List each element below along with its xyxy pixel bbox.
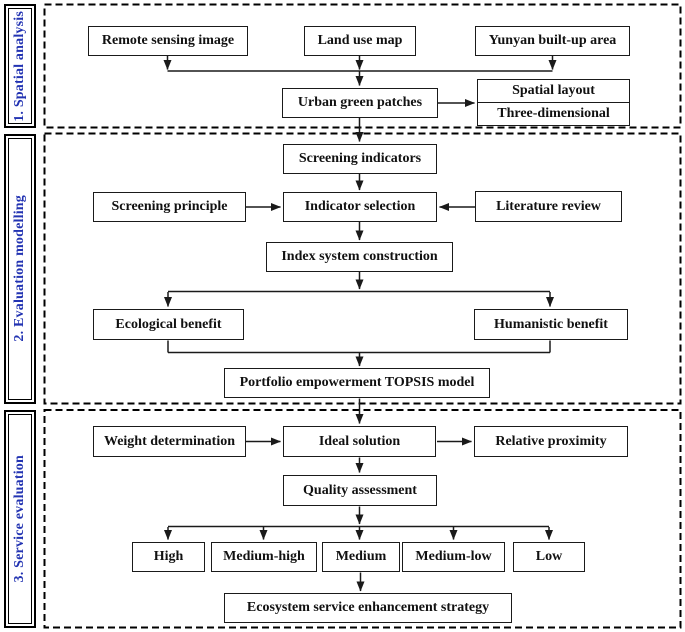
section-label-service-evaluation: 3. Service evaluation (4, 410, 36, 628)
section-label-text: 2. Evaluation modelling (12, 195, 27, 342)
section-label-text: 3. Service evaluation (12, 455, 27, 583)
section-label-spatial-analysis: 1. Spatial analysis (4, 4, 36, 128)
section-frames (43, 3, 682, 629)
node-three-dimensional: Three-dimensional (478, 102, 629, 125)
node-land-use-map: Land use map (304, 26, 416, 56)
node-remote-sensing-image: Remote sensing image (88, 26, 248, 56)
node-screening-indicators: Screening indicators (283, 144, 437, 174)
node-literature-review: Literature review (475, 191, 622, 222)
section-label-evaluation-modelling: 2. Evaluation modelling (4, 133, 36, 404)
node-medium: Medium (322, 542, 400, 572)
node-medium-low: Medium-low (402, 542, 505, 572)
node-topsis-model: Portfolio empowerment TOPSIS model (224, 368, 490, 398)
node-urban-green-patches: Urban green patches (282, 88, 438, 118)
node-high: High (132, 542, 205, 572)
node-medium-high: Medium-high (211, 542, 317, 572)
node-indicator-selection: Indicator selection (283, 192, 437, 222)
edges (163, 56, 557, 592)
node-spatial-layout-three-dimensional: Spatial layout Three-dimensional (477, 79, 630, 126)
node-ecological-benefit: Ecological benefit (93, 309, 244, 340)
section-label-text: 1. Spatial analysis (12, 10, 27, 122)
node-weight-determination: Weight determination (93, 426, 246, 457)
node-ecosystem-strategy: Ecosystem service enhancement strategy (224, 593, 512, 623)
node-relative-proximity: Relative proximity (474, 426, 628, 457)
node-quality-assessment: Quality assessment (283, 475, 437, 506)
section-label-frame: 3. Service evaluation (8, 414, 32, 624)
node-spatial-layout: Spatial layout (512, 83, 595, 98)
node-low: Low (513, 542, 585, 572)
node-ideal-solution: Ideal solution (283, 426, 436, 457)
node-screening-principle: Screening principle (93, 192, 246, 222)
node-index-system-construction: Index system construction (266, 242, 453, 272)
section-label-frame: 1. Spatial analysis (8, 8, 32, 124)
section-label-frame: 2. Evaluation modelling (8, 137, 32, 400)
node-humanistic-benefit: Humanistic benefit (474, 309, 628, 340)
node-yunyan-built-up-area: Yunyan built-up area (475, 26, 630, 56)
